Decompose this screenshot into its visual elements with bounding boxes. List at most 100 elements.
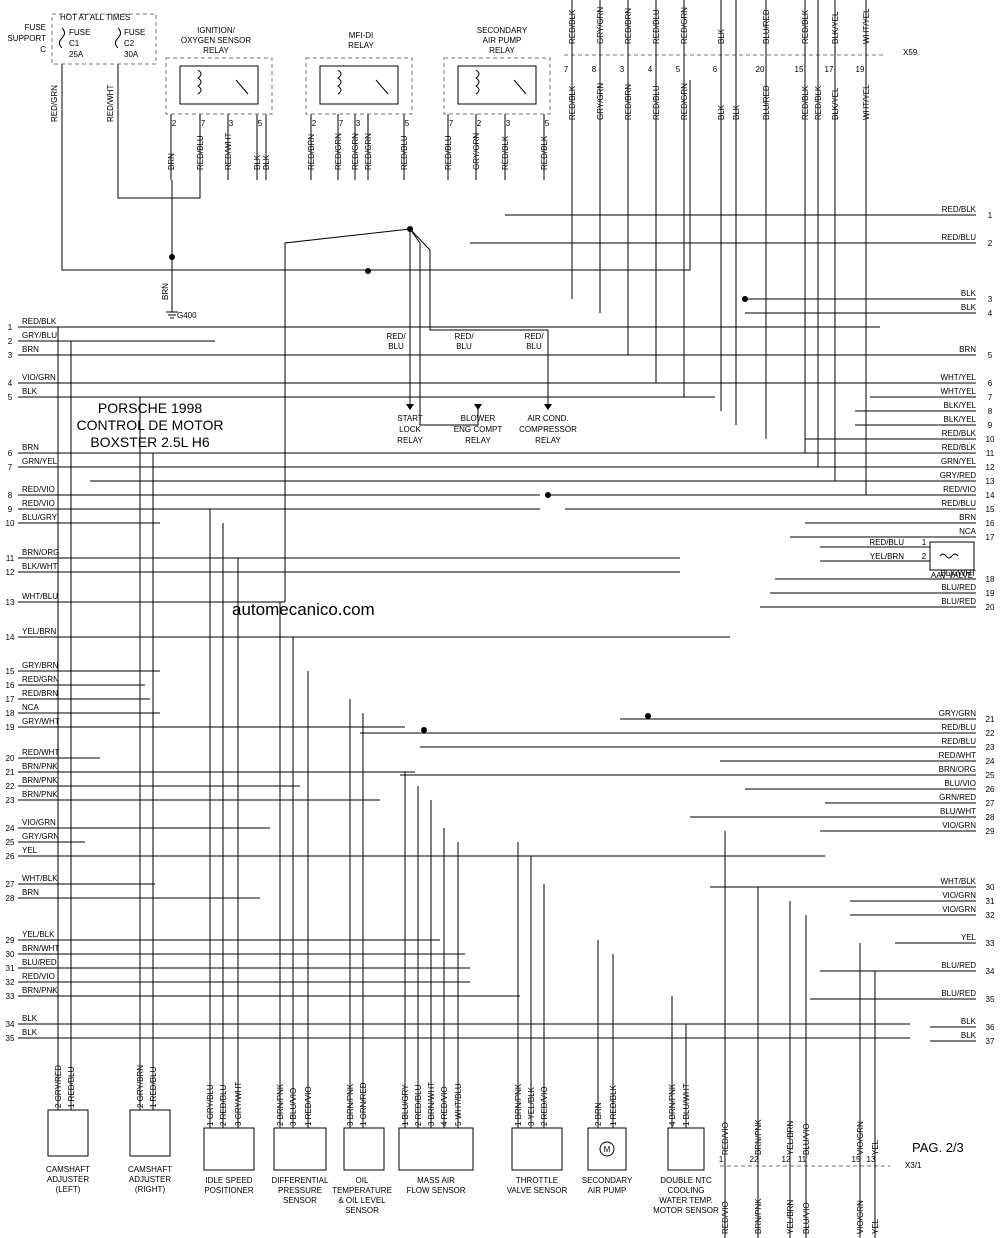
splice-dot [545, 492, 551, 498]
right-pin-number: 25 [986, 771, 995, 780]
x59-top-wire: RED/BLU [652, 9, 661, 44]
right-pin-number: 3 [988, 295, 993, 304]
left-pin-number: 28 [6, 894, 15, 903]
relay-pin-number: 2 [477, 119, 482, 128]
left-pin-wire: RED/BRN [22, 689, 58, 698]
x59-pin-number: 4 [648, 65, 653, 74]
diagram-title: PORSCHE 1998 CONTROL DE MOTOR BOXSTER 2.… [76, 400, 223, 450]
left-pin-wire: BRN/WHT [22, 944, 59, 953]
x3-1-pin-number: 1 [719, 1155, 724, 1164]
x59-top-wire: RED/BLK [801, 9, 810, 44]
left-pin-number: 27 [6, 880, 15, 889]
splice-dot [365, 268, 371, 274]
left-pin-number: 21 [6, 768, 15, 777]
relay-pin-wire: RED/BLU [400, 135, 409, 170]
x59-top-wire: RED/GRN [680, 7, 689, 44]
right-pin-number: 31 [986, 897, 995, 906]
x59-bottom-wire: RED/BRN [624, 84, 633, 120]
x59-bottom-wire: RED/BLK [801, 85, 810, 120]
x59-bottom-wire: GRY/GRN [596, 83, 605, 120]
left-pin-number: 9 [8, 505, 13, 514]
aav-pin-wire: RED/BLU [869, 538, 904, 547]
x3-1-top-wire: VIO/GRN [856, 1121, 865, 1155]
component-label: THROTTLE [516, 1176, 558, 1185]
component-pin-wire: 3 YEL/BLK [527, 1086, 536, 1126]
hot-at-all-times-label: HOT AT ALL TIMES [60, 13, 130, 22]
right-pin-number: 18 [986, 575, 995, 584]
relay-pin-number: 5 [258, 119, 263, 128]
right-pin-wire: BLU/RED [941, 583, 976, 592]
right-pin-wire: BLU/RED [941, 597, 976, 606]
left-pin-number: 31 [6, 964, 15, 973]
left-pin-wire: YEL/BLK [22, 930, 55, 939]
watermark: automecanico.com [232, 600, 375, 619]
x59-pin-number: 5 [676, 65, 681, 74]
x3-1-top-wire: YEL/BRN [786, 1121, 795, 1155]
component-pin-wire: 2 BRN/PNK [276, 1083, 285, 1126]
air-pump-motor-symbol [599, 1141, 615, 1157]
relay-pin-wire: RED/BLK [501, 135, 510, 170]
right-pin-wire: BLK [961, 1017, 977, 1026]
relay-output-target: RELAY [465, 436, 491, 445]
left-pin-number: 32 [6, 978, 15, 987]
fuse-c1 [59, 27, 65, 49]
x59-bottom-wire: RED/BLU [652, 85, 661, 120]
splice-dot [742, 296, 748, 302]
relay-pin-wire: RED/GRN [351, 133, 360, 170]
x3-1-top-wire: RED/VIO [721, 1122, 730, 1155]
relay-output-target: COMPRESSOR [519, 425, 577, 434]
left-pin-number: 20 [6, 754, 15, 763]
left-pin-number: 11 [6, 554, 15, 563]
left-pin-wire: WHT/BLU [22, 592, 58, 601]
aav-pin-wire: YEL/BRN [870, 552, 904, 561]
x3-1-pin-number: 13 [867, 1155, 876, 1164]
x3-1-bottom-wire: RED/VIO [721, 1201, 730, 1234]
right-pin-number: 37 [986, 1037, 995, 1046]
relay-inner-box [457, 65, 537, 105]
relay-output-target: AIR COND. [527, 414, 568, 423]
x59-top-wire: WHT/YEL [862, 8, 871, 44]
component-label: COOLING [668, 1186, 705, 1195]
right-pin-wire: BLK [961, 289, 977, 298]
relay-switch [235, 79, 249, 95]
left-pin-number: 34 [6, 1020, 15, 1029]
component-box [587, 1127, 627, 1171]
left-pin-wire: BLK [22, 1028, 38, 1037]
left-pin-number: 5 [8, 393, 13, 402]
relay-pin-number: 5 [405, 119, 410, 128]
relay-pin-number: 7 [201, 119, 206, 128]
component-label: DIFFERENTIAL [272, 1176, 329, 1185]
aav-valve-coil [939, 553, 959, 559]
x59-top-wire: GRY/GRN [596, 7, 605, 44]
title-line: PORSCHE 1998 [98, 400, 202, 416]
component-box [203, 1127, 255, 1171]
wire-paths [18, 0, 976, 1238]
component-label: AIR PUMP [588, 1186, 627, 1195]
right-pin-number: 24 [986, 757, 995, 766]
component-label: POSITIONER [204, 1186, 254, 1195]
splice-branch [409, 228, 479, 426]
component-label: (RIGHT) [135, 1185, 166, 1194]
right-pin-number: 29 [986, 827, 995, 836]
right-pin-number: 27 [986, 799, 995, 808]
connector-x3-1-label: X3/1 [905, 1161, 922, 1170]
splice-dot [421, 727, 427, 733]
ground-label: G400 [177, 311, 197, 320]
fuse-c2-feed [117, 64, 201, 199]
component-pin-wire: 4 RED/VIO [440, 1086, 449, 1126]
right-pin-wire: RED/BLU [941, 723, 976, 732]
component-box [47, 1109, 89, 1157]
component-pin-wire: 1 RED/VIO [304, 1086, 313, 1126]
fuse-support-label: SUPPORT [7, 34, 46, 43]
left-pin-number: 4 [8, 379, 13, 388]
component-pin-wire: 3 BRN/PNK [346, 1083, 355, 1126]
left-pin-wire: BRN/PNK [22, 986, 58, 995]
component-box [343, 1127, 385, 1171]
component-pin-wire: 1 RED/BLU [67, 1066, 76, 1108]
x3-1-bottom-wire: YEL [871, 1218, 880, 1234]
right-pin-number: 22 [986, 729, 995, 738]
x59-pin-number: 17 [825, 65, 834, 74]
right-pin-wire: VIO/GRN [942, 821, 976, 830]
right-pin-number: 26 [986, 785, 995, 794]
